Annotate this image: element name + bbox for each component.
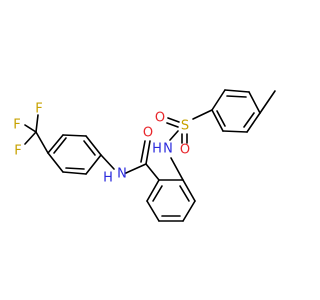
bond — [24, 131, 37, 145]
sulfonamide-hydrogen-label: H — [152, 142, 162, 157]
fluorine-label: F — [14, 144, 21, 159]
structure-canvas: F F F O N H N H S O O — [13, 89, 276, 222]
bond — [182, 200, 196, 222]
bond — [224, 89, 250, 93]
bond — [192, 109, 213, 120]
fluorine-label: F — [35, 102, 42, 117]
bond — [62, 171, 87, 175]
bond — [85, 135, 102, 156]
bond — [145, 163, 160, 181]
bond — [166, 122, 179, 128]
bond — [146, 200, 160, 222]
bond — [226, 95, 247, 98]
bond — [65, 167, 85, 170]
bond — [211, 89, 226, 111]
bond — [83, 140, 96, 156]
bond — [216, 110, 226, 127]
bond — [47, 134, 64, 154]
bond-layer — [24, 89, 276, 222]
bond — [243, 112, 255, 128]
bond — [62, 134, 87, 137]
sulfonamide-nitrogen-label: N — [163, 142, 173, 157]
bond — [47, 152, 64, 173]
fluorine-label: F — [13, 118, 20, 133]
bond — [85, 154, 102, 175]
bond — [170, 157, 184, 181]
sulfonyl-oxygen-label: O — [155, 111, 165, 126]
bond — [246, 112, 261, 133]
bond — [53, 137, 67, 154]
bond — [169, 130, 179, 141]
bond — [179, 185, 190, 202]
bond — [24, 124, 37, 133]
amide-hydrogen-label: H — [103, 171, 113, 186]
bond — [125, 163, 147, 174]
bond — [100, 154, 115, 170]
bond — [145, 140, 151, 165]
sulfur-label: S — [181, 119, 189, 134]
bond — [248, 91, 261, 114]
bond — [182, 179, 196, 202]
bond — [222, 130, 248, 133]
sulfonyl-oxygen-label: O — [180, 143, 190, 158]
atom-label-layer: F F F O N H N H S O O — [13, 102, 190, 186]
carbonyl-oxygen-label: O — [143, 126, 153, 141]
bond — [35, 114, 39, 133]
molecule-structure: F F F O N H N H S O O — [13, 89, 276, 222]
bond — [152, 185, 163, 202]
bond — [140, 140, 146, 163]
bond — [146, 179, 160, 202]
bond — [35, 131, 49, 154]
bond — [167, 117, 180, 123]
bond — [211, 109, 224, 132]
amide-nitrogen-label: N — [117, 167, 127, 182]
bond — [259, 90, 276, 114]
